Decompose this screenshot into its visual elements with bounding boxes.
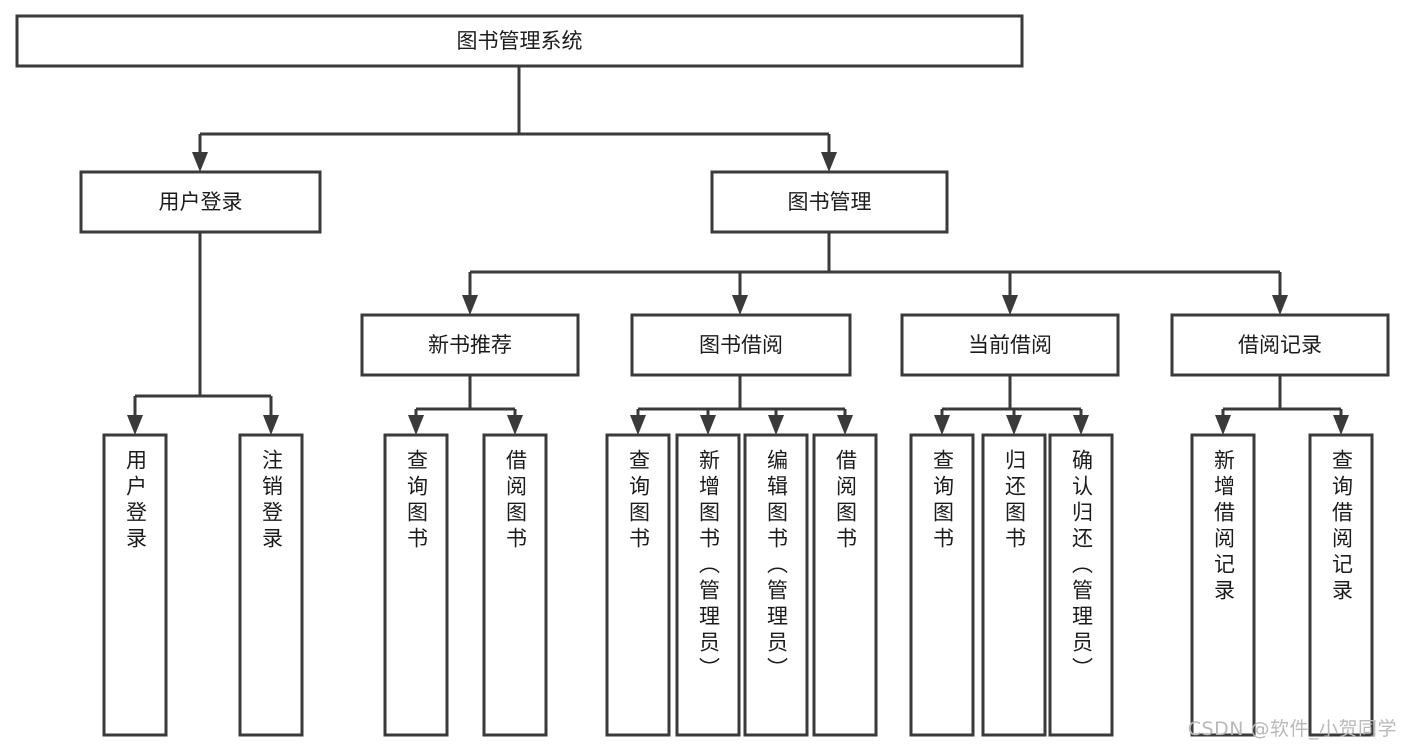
node-leaf-10-rect [1048, 433, 1114, 737]
node-leaf-12-rect [1308, 433, 1374, 737]
node-leaf-6-rect [743, 433, 809, 737]
node-leaf-7-rect [812, 433, 878, 737]
node-level2-0-label: 用户登录 [159, 190, 243, 214]
node-level3-1 [630, 313, 852, 377]
book-mgmt-to-level3 [470, 232, 1280, 274]
user-login-to-leaves [135, 232, 271, 398]
node-leaf-7 [812, 433, 878, 737]
node-level3-2-label: 当前借阅 [968, 333, 1052, 357]
node-level2-1-rect [710, 170, 949, 234]
box-layer [15, 14, 1390, 737]
arrow-head-icon [1272, 295, 1288, 315]
arrow-head-icon [1215, 415, 1231, 435]
node-leaf-5-rect [675, 433, 741, 737]
arrow-head-icon [127, 415, 143, 435]
node-level3-1-rect [630, 313, 852, 377]
node-root [15, 14, 1024, 68]
node-level2-0 [79, 170, 322, 234]
node-level3-3 [1170, 313, 1390, 377]
node-leaf-9-rect [981, 433, 1047, 737]
node-leaf-6 [743, 433, 809, 737]
root-to-level2 [200, 66, 829, 136]
arrow-head-icon [192, 152, 208, 172]
arrow-head-icon [837, 415, 853, 435]
node-leaf-9 [981, 433, 1047, 737]
node-leaf-3 [482, 433, 548, 737]
node-level3-1-label: 图书借阅 [699, 333, 783, 357]
arrow-head-icon [408, 415, 424, 435]
node-leaf-1-rect [238, 433, 304, 737]
arrow-head-icon [700, 415, 716, 435]
arrow-head-icon [263, 415, 279, 435]
node-level3-3-label: 借阅记录 [1238, 333, 1322, 357]
arrow-head-icon [821, 152, 837, 172]
node-leaf-2-rect [383, 433, 449, 737]
node-leaf-10 [1048, 433, 1114, 737]
connector-layer [127, 66, 1349, 435]
borrow-record-to-leaves [1223, 375, 1341, 411]
node-level2-1-label: 图书管理 [788, 190, 872, 214]
arrow-head-icon [1002, 295, 1018, 315]
node-leaf-12 [1308, 433, 1374, 737]
arrow-head-icon [1006, 415, 1022, 435]
new-book-to-leaves [416, 375, 515, 411]
node-leaf-0-rect [102, 433, 168, 737]
node-root-rect [15, 14, 1024, 68]
node-level3-0-label: 新书推荐 [428, 333, 512, 357]
node-level3-3-rect [1170, 313, 1390, 377]
node-level3-0-rect [360, 313, 580, 377]
node-leaf-11-rect [1190, 433, 1256, 737]
node-leaf-8 [909, 433, 975, 737]
node-level3-2 [900, 313, 1120, 377]
node-root-label: 图书管理系统 [457, 29, 583, 53]
node-leaf-4-rect [605, 433, 671, 737]
node-level2-0-rect [79, 170, 322, 234]
arrow-head-icon [732, 295, 748, 315]
arrow-head-icon [507, 415, 523, 435]
borrow-to-leaves [638, 375, 845, 411]
arrow-head-icon [768, 415, 784, 435]
node-level2-1 [710, 170, 949, 234]
arrow-head-icon [1073, 415, 1089, 435]
node-leaf-2 [383, 433, 449, 737]
node-leaf-1 [238, 433, 304, 737]
arrow-head-icon [934, 415, 950, 435]
node-leaf-8-rect [909, 433, 975, 737]
node-leaf-11 [1190, 433, 1256, 737]
node-leaf-0 [102, 433, 168, 737]
arrow-head-icon [462, 295, 478, 315]
node-level3-0 [360, 313, 580, 377]
current-borrow-to-leaves [942, 375, 1081, 411]
arrow-head-icon [1333, 415, 1349, 435]
csdn-watermark: CSDN @软件_小贺同学 [1187, 718, 1397, 740]
node-level3-2-rect [900, 313, 1120, 377]
node-leaf-4 [605, 433, 671, 737]
node-leaf-5 [675, 433, 741, 737]
node-leaf-3-rect [482, 433, 548, 737]
arrow-head-icon [630, 415, 646, 435]
